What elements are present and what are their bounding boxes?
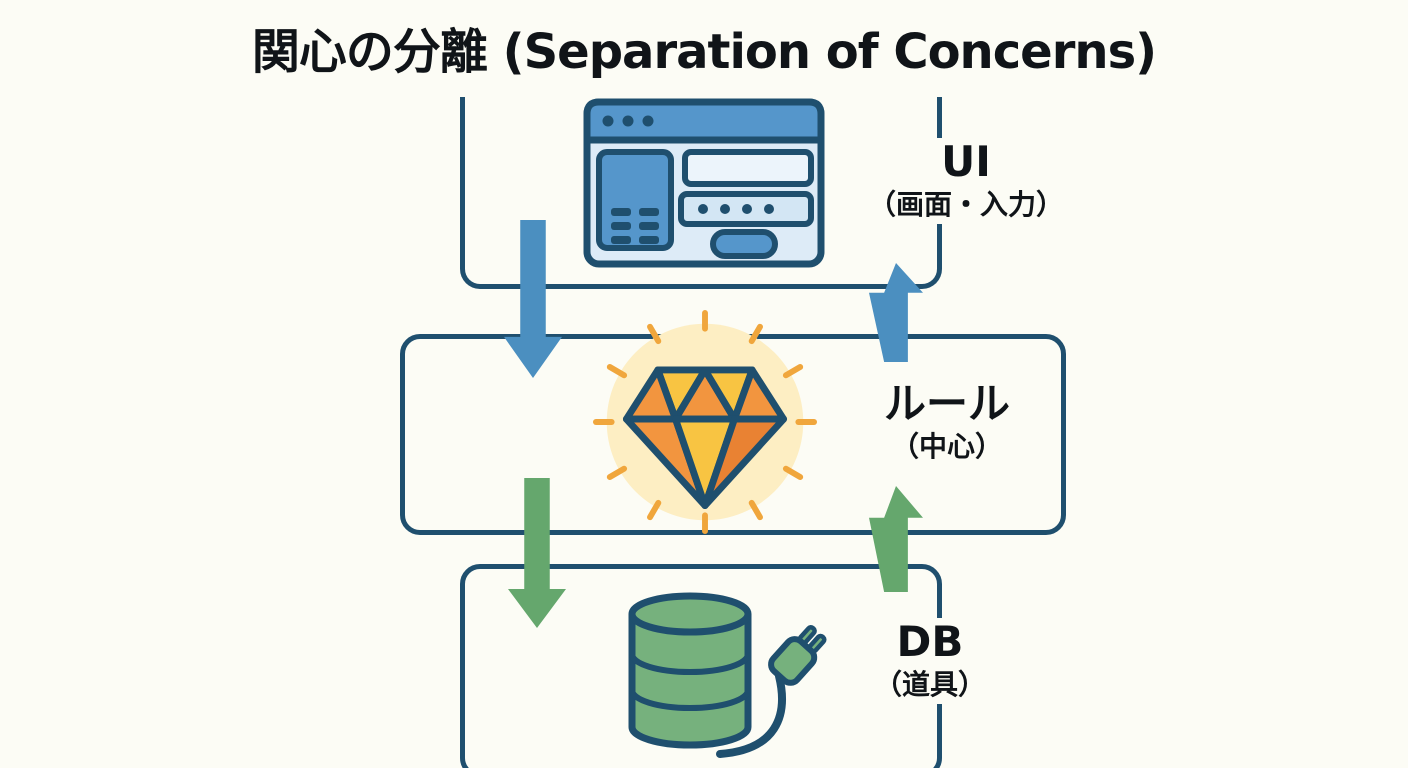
db-sublabel: （道具） [873, 668, 986, 702]
database-cylinder-icon [628, 592, 752, 749]
browser-window-icon [583, 98, 825, 268]
rules-sublabel: （中心） [890, 430, 1003, 464]
database-plug-icon [612, 582, 842, 768]
db-label: DB [896, 617, 964, 666]
ui-sublabel: （画面・入力） [867, 188, 1064, 222]
rules-label: ルール [883, 379, 1010, 428]
plug-icon [768, 625, 827, 686]
diamond-icon [592, 309, 818, 535]
ui-layer-label: UI （画面・入力） [856, 137, 1076, 225]
rules-layer-label: ルール （中心） [852, 379, 1042, 466]
power-cord [716, 672, 786, 758]
glow-rays [592, 309, 818, 535]
db-layer-label: DB （道具） [846, 617, 1014, 705]
diagram-title: 関心の分離 (Separation of Concerns) [251, 24, 1157, 80]
ui-label: UI [941, 137, 991, 186]
